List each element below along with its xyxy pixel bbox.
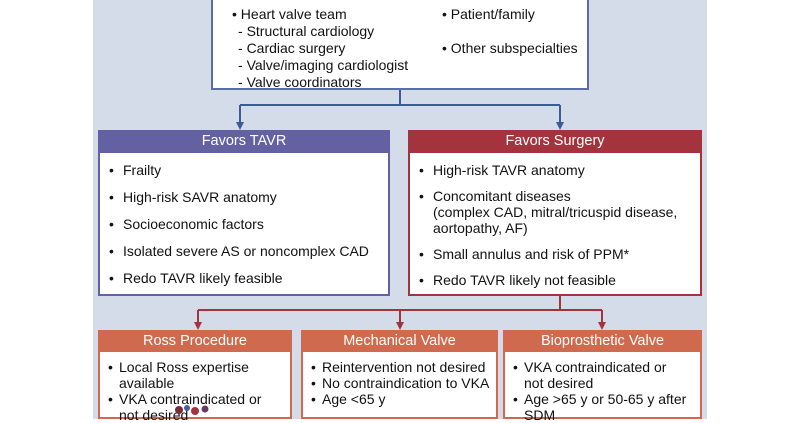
mechanical-valve-item: Reintervention not desired (311, 359, 492, 375)
other-item: • Other subspecialties (442, 40, 578, 56)
favors-tavr-box: Favors TAVR Frailty High-risk SAVR anato… (98, 130, 390, 296)
favors-tavr-item: High-risk SAVR anatomy (109, 189, 382, 205)
team-member: - Valve/imaging cardiologist (238, 57, 409, 73)
favors-surgery-item: High-risk TAVR anatomy (419, 162, 694, 178)
favors-tavr-item: Frailty (109, 162, 382, 178)
favors-tavr-list: Frailty High-risk SAVR anatomy Socioecon… (109, 162, 382, 297)
ross-procedure-title: Ross Procedure (98, 330, 292, 352)
team-member-text: Valve coordinators (246, 74, 362, 90)
ross-procedure-item: Local Ross expertise available (108, 359, 286, 391)
heart-valve-team-box: • Heart valve team - Structural cardiolo… (211, 0, 589, 90)
heart-illustration-icon (175, 405, 209, 415)
favors-surgery-item: Concomitant diseases (complex CAD, mitra… (419, 188, 694, 236)
mechanical-valve-item: No contraindication to VKA (311, 375, 492, 391)
other-item: • Patient/family (442, 6, 535, 22)
bioprosthetic-valve-title: Bioprosthetic Valve (503, 330, 702, 352)
others-list: • Patient/family • Other subspecialties (442, 6, 578, 74)
bioprosthetic-valve-item: Age >65 y or 50-65 y after SDM (513, 391, 696, 423)
team-connector (236, 90, 564, 130)
favors-surgery-list: High-risk TAVR anatomy Concomitant disea… (419, 162, 694, 298)
team-list: • Heart valve team - Structural cardiolo… (232, 6, 408, 91)
team-member: - Structural cardiology (238, 23, 375, 39)
other-item-text: Patient/family (450, 6, 535, 22)
team-member: - Valve coordinators (238, 74, 362, 90)
bioprosthetic-valve-item: VKA contraindicated or not desired (513, 359, 696, 391)
ross-procedure-list: Local Ross expertise available VKA contr… (108, 359, 286, 423)
favors-surgery-box: Favors Surgery High-risk TAVR anatomy Co… (408, 130, 702, 296)
favors-surgery-item: Redo TAVR likely not feasible (419, 272, 694, 288)
favors-tavr-item: Socioeconomic factors (109, 216, 382, 232)
ross-procedure-box: Ross Procedure Local Ross expertise avai… (98, 330, 292, 423)
surgery-connector (194, 296, 606, 330)
team-member: - Cardiac surgery (238, 40, 346, 56)
team-member-text: Cardiac surgery (246, 40, 346, 56)
team-member-text: Structural cardiology (246, 23, 375, 39)
favors-surgery-item: Small annulus and risk of PPM* (419, 246, 694, 262)
mechanical-valve-title: Mechanical Valve (301, 330, 498, 352)
other-item-text: Other subspecialties (450, 40, 578, 56)
mechanical-valve-list: Reintervention not desired No contraindi… (311, 359, 492, 407)
mechanical-valve-box: Mechanical Valve Reintervention not desi… (301, 330, 498, 419)
favors-surgery-title: Favors Surgery (408, 130, 702, 153)
favors-tavr-item: Isolated severe AS or noncomplex CAD (109, 243, 382, 259)
bioprosthetic-valve-box: Bioprosthetic Valve VKA contraindicated … (503, 330, 702, 423)
favors-tavr-item: Redo TAVR likely feasible (109, 270, 382, 286)
team-heading-text: Heart valve team (240, 6, 347, 22)
mechanical-valve-item: Age <65 y (311, 391, 492, 407)
bioprosthetic-valve-list: VKA contraindicated or not desired Age >… (513, 359, 696, 423)
favors-tavr-title: Favors TAVR (98, 130, 390, 153)
team-heading: • Heart valve team (232, 6, 347, 22)
team-member-text: Valve/imaging cardiologist (246, 57, 409, 73)
